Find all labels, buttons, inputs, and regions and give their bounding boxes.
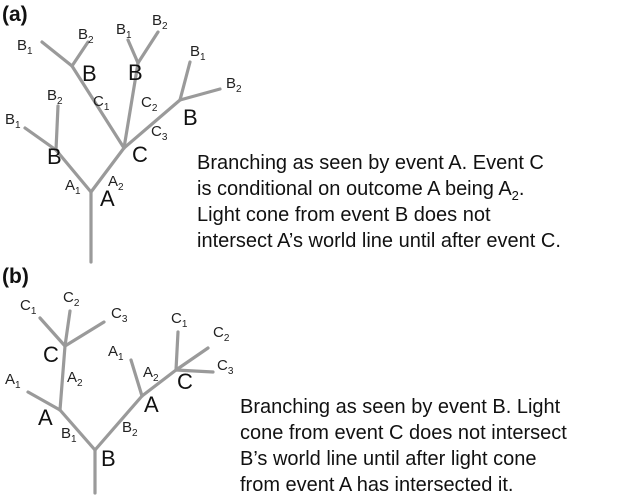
branch-b2 xyxy=(93,394,144,452)
caption-line: is conditional on outcome A being A2. xyxy=(197,178,525,203)
branch-a1 xyxy=(26,390,62,412)
caption-line: Light cone from event B does not xyxy=(197,204,491,226)
branch-c1 xyxy=(70,64,126,150)
outcome-label-a2: A2 xyxy=(108,173,124,193)
outcome-label-b2: B2 xyxy=(122,419,138,439)
event-label-a: A xyxy=(100,186,115,211)
branch-b2 xyxy=(178,87,222,102)
caption-a: Branching as seen by event A. Event C is … xyxy=(197,150,561,254)
outcome-label-a2: A2 xyxy=(67,369,83,389)
branch-c3 xyxy=(63,320,106,348)
panel-a-label: (a) xyxy=(2,3,28,26)
outcome-label-b1: B1 xyxy=(116,21,132,41)
branch-c3 xyxy=(122,98,182,150)
branch-c3 xyxy=(174,368,215,374)
event-label-b: B xyxy=(82,61,97,86)
branch-b2 xyxy=(54,104,60,152)
outcome-label-c2: C2 xyxy=(141,94,158,114)
branch-c2 xyxy=(63,309,72,348)
event-label-c: C xyxy=(43,342,59,367)
outcome-label-c1: C1 xyxy=(93,93,110,113)
branch-c2 xyxy=(174,346,210,372)
outcome-label-c1: C1 xyxy=(171,310,188,330)
branch-a1 xyxy=(129,358,144,398)
outcome-label-b1: B1 xyxy=(5,111,21,131)
outcome-label-b2: B2 xyxy=(47,87,63,107)
outcome-label-b1: B1 xyxy=(190,43,206,63)
event-label-c: C xyxy=(132,142,148,167)
branch-a2 xyxy=(89,146,126,194)
outcome-label-c3: C3 xyxy=(217,357,234,377)
branch-b2 xyxy=(70,40,90,68)
outcome-label-c3: C3 xyxy=(111,305,128,325)
outcome-label-a2: A2 xyxy=(143,364,159,384)
event-label-a: A xyxy=(38,405,53,430)
outcome-label-b2: B2 xyxy=(226,75,242,95)
branch-a2 xyxy=(140,368,178,398)
branch-c1 xyxy=(174,330,180,372)
tree-b xyxy=(26,309,215,495)
caption-line: B’s world line until after light cone xyxy=(240,448,537,470)
branch-a2 xyxy=(58,344,67,412)
outcome-label-b1: B1 xyxy=(61,425,77,445)
caption-line: intersect A’s world line until after eve… xyxy=(197,230,561,252)
caption-b: Branching as seen by event B. Light cone … xyxy=(240,394,567,498)
caption-line: Branching as seen by event A. Event C xyxy=(197,152,544,174)
caption-line: Branching as seen by event B. Light xyxy=(240,396,561,418)
event-label-b: B xyxy=(101,446,116,471)
event-label-b: B xyxy=(183,105,198,130)
outcome-label-c3: C3 xyxy=(151,123,168,143)
tree-a xyxy=(23,30,222,264)
outcome-label-a1: A1 xyxy=(5,371,21,391)
caption-line: cone from event C does not intersect xyxy=(240,422,567,444)
event-label-c: C xyxy=(177,369,193,394)
branch-b2 xyxy=(136,30,160,65)
branch-c1 xyxy=(38,316,67,348)
outcome-label-c1: C1 xyxy=(20,297,37,317)
branch-b1 xyxy=(178,60,192,102)
event-label-b: B xyxy=(47,144,62,169)
branch-b1 xyxy=(126,38,140,65)
event-label-b: B xyxy=(128,60,143,85)
outcome-label-b2: B2 xyxy=(152,12,168,32)
outcome-label-c2: C2 xyxy=(63,289,80,309)
outcome-label-c2: C2 xyxy=(213,324,230,344)
outcome-label-b1: B1 xyxy=(17,37,33,57)
outcome-label-a1: A1 xyxy=(108,343,124,363)
branch-c2 xyxy=(122,61,140,150)
panel-b-label: (b) xyxy=(2,265,29,288)
caption-line: from event A has intersected it. xyxy=(240,474,514,496)
outcome-label-a1: A1 xyxy=(65,177,81,197)
branch-b1 xyxy=(58,408,97,452)
branch-b1 xyxy=(40,40,74,68)
branch-b1 xyxy=(23,126,58,152)
branch-a1 xyxy=(54,148,93,194)
event-label-a: A xyxy=(144,392,159,417)
outcome-label-b2: B2 xyxy=(78,26,94,46)
